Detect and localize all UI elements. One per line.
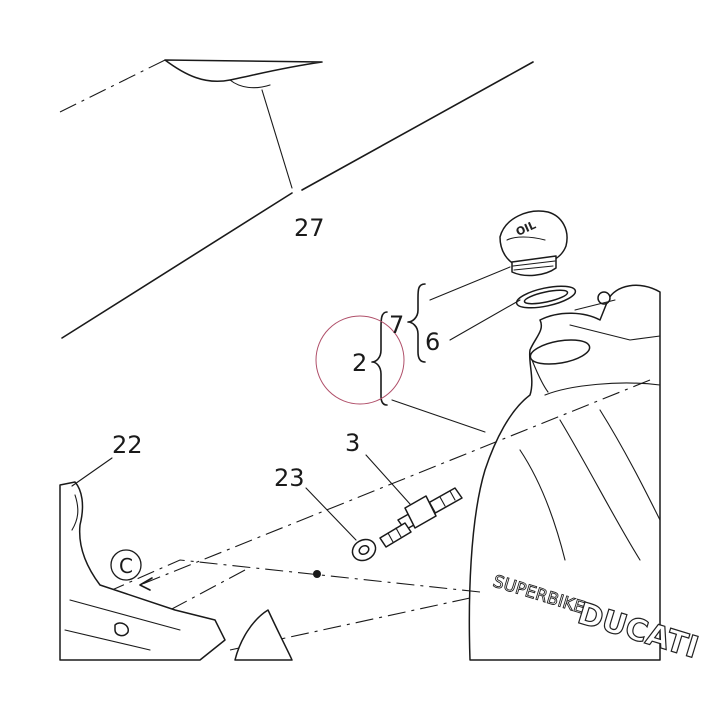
- leader-23: [305, 487, 357, 541]
- callout-6: 6: [425, 328, 440, 356]
- bracket-7-6: [407, 283, 426, 363]
- view-marker-letter: C: [119, 554, 133, 578]
- axis-line-top: [59, 59, 166, 113]
- leader-6: [449, 299, 521, 341]
- stud-bolt: [379, 487, 463, 548]
- axis-line-main: [139, 379, 651, 586]
- leader-3: [365, 454, 411, 505]
- bracket-2: [371, 311, 388, 406]
- oil-filler-cap: [499, 210, 568, 277]
- diagonal-edge-2: [301, 61, 534, 191]
- axis-dot: [313, 570, 321, 578]
- leader-2: [391, 399, 486, 433]
- view-marker-c: C: [110, 549, 142, 581]
- leader-27: [261, 89, 293, 189]
- callout-22: 22: [112, 431, 143, 459]
- callout-3: 3: [345, 429, 360, 457]
- axis-line-lower-c: [169, 569, 246, 611]
- engine-cover-top: [164, 59, 323, 89]
- washer: [351, 538, 377, 562]
- crankcase-right: [468, 284, 661, 661]
- leader-22: [71, 457, 113, 487]
- callout-23: 23: [274, 464, 305, 492]
- lower-left-part: [59, 481, 293, 661]
- callout-7: 7: [389, 311, 404, 339]
- highlight-circle: [315, 315, 405, 405]
- callout-2: 2: [352, 349, 367, 377]
- callout-27: 27: [294, 214, 325, 242]
- sealing-ring: [515, 285, 577, 309]
- leader-7: [429, 266, 511, 301]
- arrow-c: [139, 577, 153, 591]
- diagonal-edge: [61, 192, 293, 339]
